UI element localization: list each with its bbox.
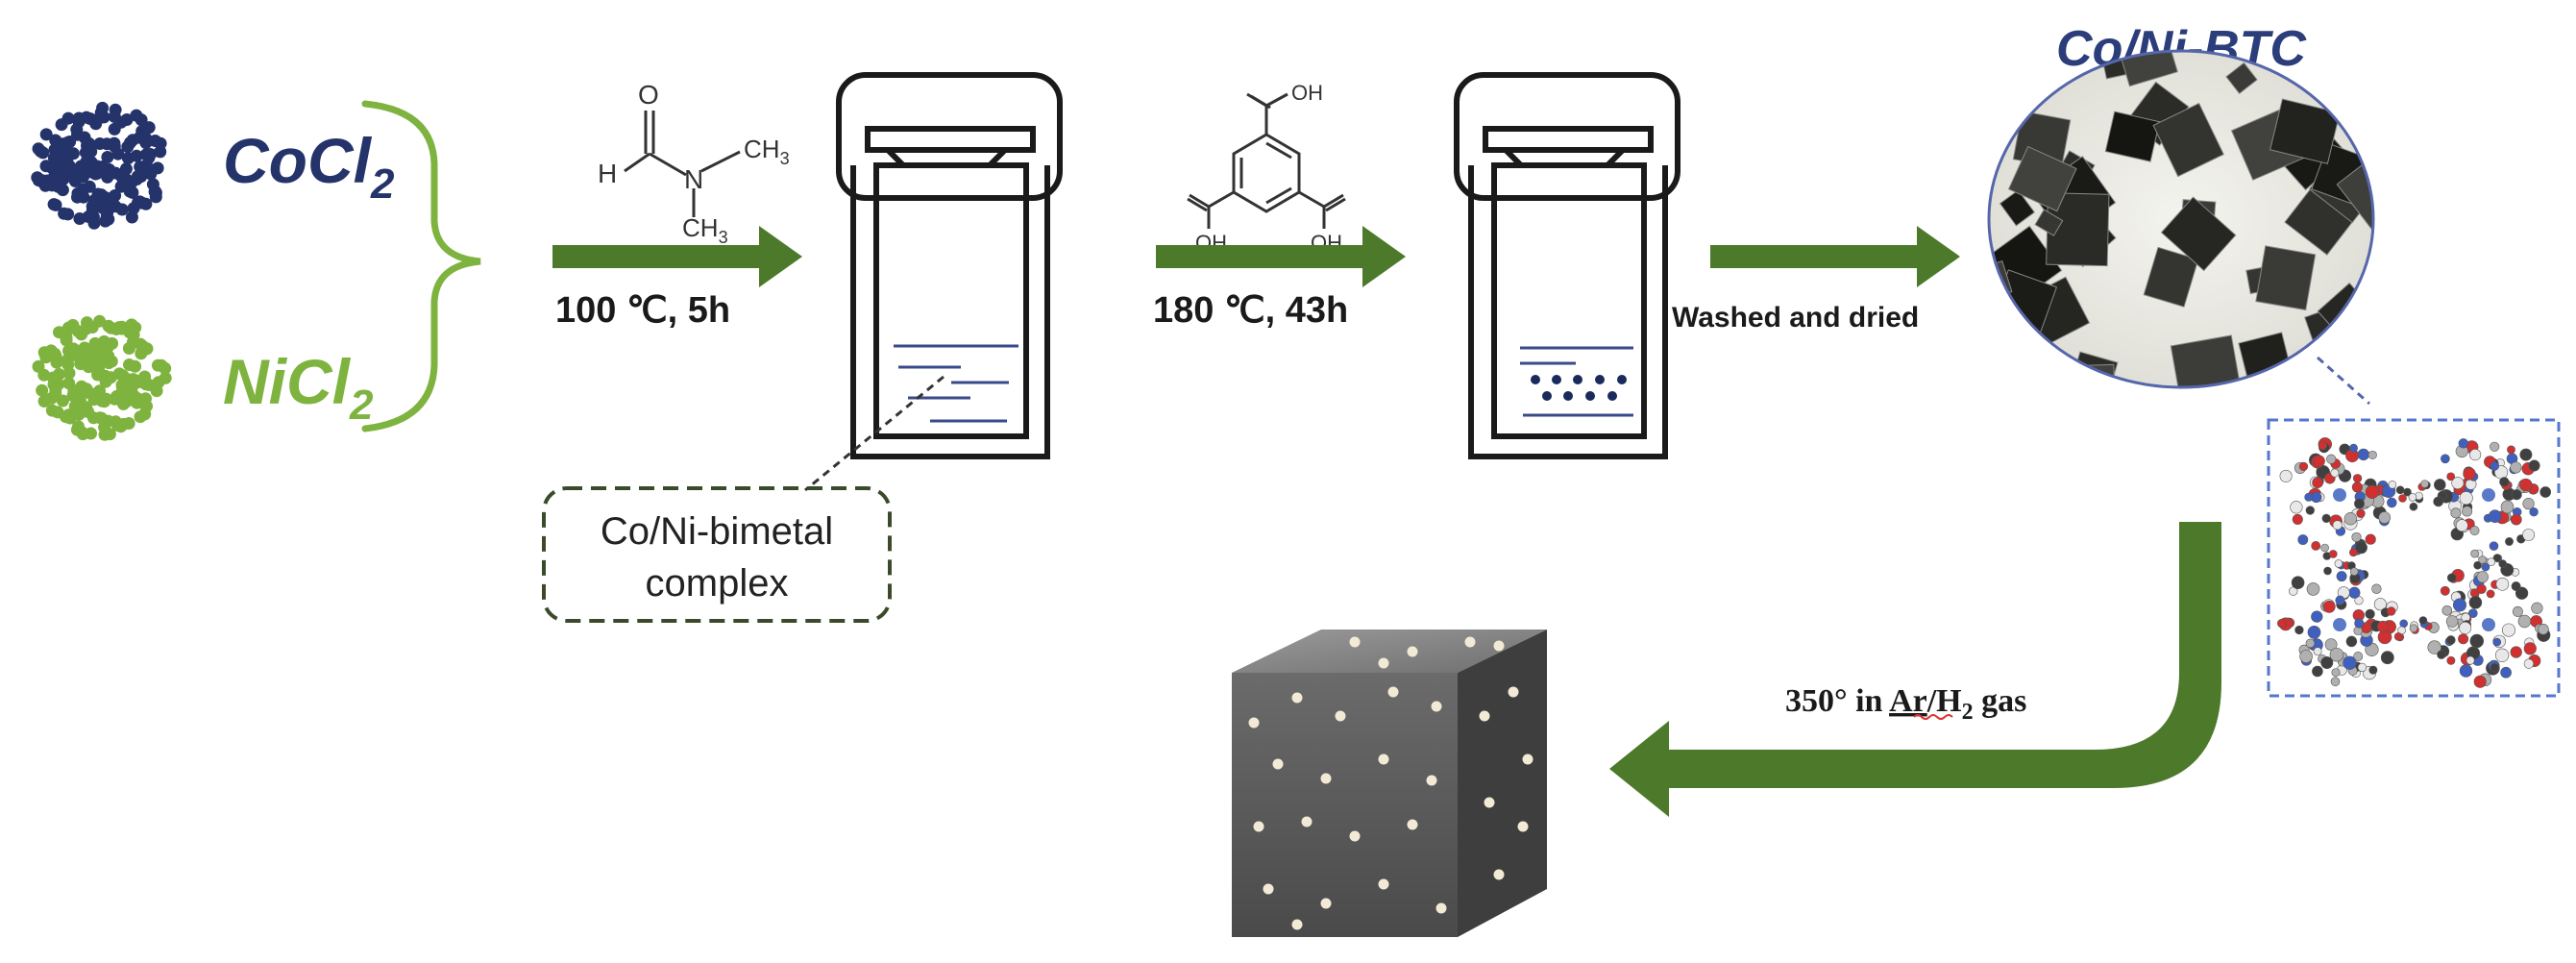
autoclave-1 <box>836 72 1063 459</box>
crystal-micrograph <box>1987 49 2375 389</box>
dmf-h-atom: H <box>598 159 617 188</box>
solution-lines-2 <box>1520 346 1633 417</box>
precipitate-dots <box>1531 375 1627 401</box>
arrow-step-2 <box>1156 226 1406 287</box>
cocl2-label: CoCl2 <box>223 125 395 208</box>
arrow-step-3 <box>1710 226 1960 287</box>
cocl2-particle-cluster <box>31 101 167 230</box>
merge-brace <box>361 100 481 432</box>
dmf-molecule <box>624 111 741 217</box>
callout-leader <box>804 375 945 492</box>
step-1-condition: 100 ℃, 5h <box>555 290 730 331</box>
callout-line-1: Co/Ni-bimetal <box>601 510 833 553</box>
porous-carbon-cube <box>1232 630 1547 937</box>
crystal-structure-panel <box>2267 418 2561 698</box>
dmf-methyl-bottom: CH3 <box>682 213 728 247</box>
arrow-step-4 <box>1609 522 2221 817</box>
callout-box <box>542 486 892 623</box>
arrow-step-1 <box>552 226 802 287</box>
autoclave-2 <box>1454 72 1681 459</box>
btc-molecule <box>1187 92 1346 229</box>
step-4-condition: 350° in Ar/H2 gas <box>1785 683 2026 725</box>
dmf-n-atom: N <box>684 164 703 194</box>
nicl2-particle-cluster <box>32 314 172 441</box>
nicl2-label: NiCl2 <box>223 346 374 429</box>
step-3-condition: Washed and dried <box>1672 302 1919 333</box>
callout-line-2: complex <box>646 562 789 605</box>
ar-spellcheck-underline <box>1913 714 1953 720</box>
dmf-o-atom: O <box>638 80 659 110</box>
solution-lines-1 <box>894 344 1018 423</box>
btc-oh-top: OH <box>1291 81 1323 105</box>
step-2-condition: 180 ℃, 43h <box>1153 290 1348 331</box>
zoom-leader <box>2317 356 2370 406</box>
dmf-methyl-top: CH3 <box>744 135 790 168</box>
